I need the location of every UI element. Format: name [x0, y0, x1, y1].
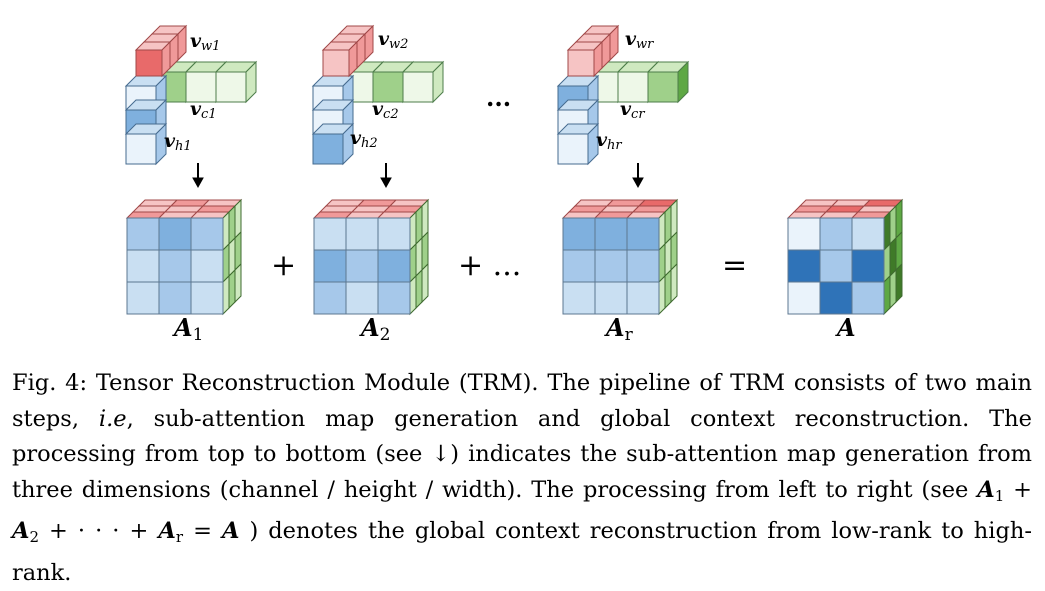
channel-cell-2-front [647, 71, 679, 103]
channel-cell-1-front [372, 71, 404, 103]
cube-A2-front-cell [345, 281, 379, 315]
height-cell-2-front [557, 133, 589, 165]
cube-A1-front-cell [126, 217, 160, 251]
channel-cell-1-front [617, 71, 649, 103]
trm-figure: vw1 vc1 vh1 vw2 vc2 vh2 vwr vcr vhr ... … [124, 24, 904, 345]
cube-A1-front-cell [126, 249, 160, 283]
label-v-c2: vc2 [372, 98, 399, 122]
vector-group-2 [311, 24, 445, 166]
caption-fig-label: Fig. 4: [12, 370, 88, 396]
cube-A-side-cell [889, 268, 897, 310]
cube-A-front-cell [787, 249, 821, 283]
arrow-layer [192, 163, 644, 189]
cube-A2-side-cell [409, 274, 417, 316]
cube-Ar-front-cell [626, 281, 660, 315]
cube-A2-front-cell [313, 281, 347, 315]
cube-A1-front-cell [126, 281, 160, 315]
cube-Ar-side-cell [664, 268, 672, 310]
cube-A-side-cell [883, 274, 891, 316]
cube-Ar-front-cell [562, 217, 596, 251]
cube-A1-front-cell [190, 281, 224, 315]
channel-cell-2-front [402, 71, 434, 103]
width-cell-0-front [567, 49, 595, 77]
cube-Ar [561, 198, 679, 316]
cube-A2 [312, 198, 430, 316]
caption-title: Tensor Reconstruction Module (TRM). [95, 370, 539, 396]
cube-Ar-front-cell [594, 217, 628, 251]
caption-text-2: , sub-attention map generation and globa… [12, 405, 1032, 503]
vector-group-layer [124, 24, 690, 166]
label-v-h1: vh1 [164, 130, 192, 154]
label-A: A [835, 313, 856, 342]
label-v-w2: vw2 [378, 28, 408, 52]
cube-Ar-front-cell [562, 281, 596, 315]
label-Ar: Ar [604, 313, 634, 345]
cube-A2-front-cell [313, 249, 347, 283]
width-cell-0-front [135, 49, 163, 77]
cube-A1-side-cell [234, 262, 242, 304]
cube-A2-front-cell [377, 249, 411, 283]
cube-A-front-cell [851, 281, 885, 315]
width-cell-0-front [322, 49, 350, 77]
cube-A-front-cell [819, 217, 853, 251]
cube-Ar-front-cell [594, 249, 628, 283]
cube-layer [125, 198, 904, 316]
cube-A1-front-cell [158, 281, 192, 315]
cube-A-front-cell [851, 217, 885, 251]
cube-A2-front-cell [345, 217, 379, 251]
cube-A-front-cell [819, 281, 853, 315]
caption-ie: i.e [98, 405, 127, 432]
label-A1: A1 [172, 313, 203, 345]
arrow-head-3 [632, 177, 644, 189]
cube-A2-side-cell [415, 268, 423, 310]
cube-A-front-cell [787, 281, 821, 315]
cube-A1-front-cell [190, 217, 224, 251]
label-v-cr: vcr [620, 98, 645, 122]
cube-A1-side-cell [222, 274, 230, 316]
cube-Ar-side-cell [670, 262, 678, 304]
cube-A1-front-cell [190, 249, 224, 283]
label-A2: A2 [359, 313, 390, 345]
label-v-wr: vwr [625, 28, 654, 52]
plus-dots-operator: + ... [458, 248, 521, 283]
dots-top: ... [486, 83, 511, 112]
cube-A1 [125, 198, 243, 316]
height-cell-2-front [312, 133, 344, 165]
cube-Ar-front-cell [562, 249, 596, 283]
cube-A [786, 198, 904, 316]
cube-A-front-cell [851, 249, 885, 283]
channel-cell-1-front [185, 71, 217, 103]
vector-group-1 [124, 24, 258, 166]
figure-caption: Fig. 4: Tensor Reconstruction Module (TR… [12, 366, 1032, 591]
cube-A2-side-cell [421, 262, 429, 304]
cube-Ar-side-cell [658, 274, 666, 316]
arrow-head-2 [380, 177, 392, 189]
equals-operator: = [722, 248, 747, 283]
cube-Ar-front-cell [626, 217, 660, 251]
cube-A2-front-cell [313, 217, 347, 251]
cube-Ar-front-cell [594, 281, 628, 315]
caption-text-3: ) denotes the global context reconstruct… [12, 518, 1032, 586]
cube-A1-side-cell [228, 268, 236, 310]
cube-A2-front-cell [377, 217, 411, 251]
label-v-w1: vw1 [190, 30, 220, 54]
channel-cell-2-front [215, 71, 247, 103]
cube-A1-front-cell [158, 217, 192, 251]
label-v-hr: vhr [596, 129, 622, 153]
cube-A2-front-cell [345, 249, 379, 283]
caption-equation: A1 + A2 + · · · + Ar = A [12, 476, 1032, 547]
cube-A-front-cell [819, 249, 853, 283]
cube-A2-front-cell [377, 281, 411, 315]
caption-text-1: The pipeline of TRM consists of two main… [12, 370, 1032, 432]
cube-A-side-cell [895, 262, 903, 304]
height-cell-2-front [125, 133, 157, 165]
plus-operator: + [271, 248, 296, 283]
label-v-h2: vh2 [350, 127, 378, 151]
cube-A1-front-cell [158, 249, 192, 283]
arrow-head-1 [192, 177, 204, 189]
cube-A-front-cell [787, 217, 821, 251]
label-v-c1: vc1 [190, 98, 217, 122]
vector-group-3 [556, 24, 690, 166]
cube-Ar-front-cell [626, 249, 660, 283]
